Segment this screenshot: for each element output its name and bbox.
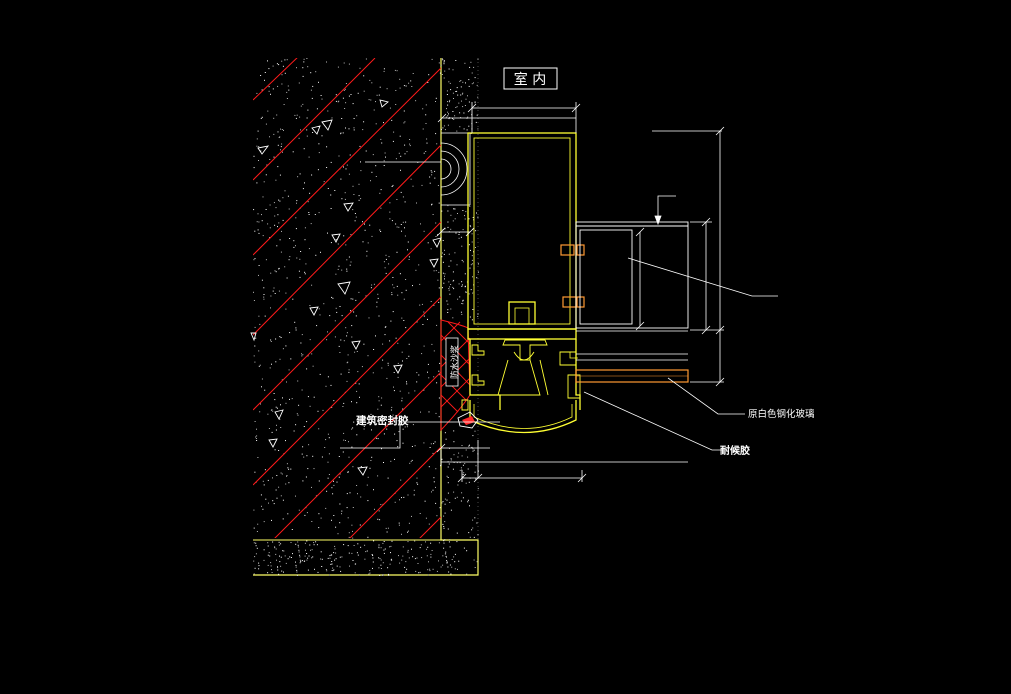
dimension-lines xyxy=(436,102,725,483)
label-glass: 原白色钢化玻璃 xyxy=(748,408,815,420)
room-label: 室 内 xyxy=(514,71,546,88)
leader-lines xyxy=(340,195,778,451)
aluminium-mullion xyxy=(467,132,581,410)
wall-hatch xyxy=(253,58,441,538)
interior-bracket xyxy=(575,221,689,329)
glass-pane xyxy=(575,330,689,383)
structural-sealant-bead xyxy=(457,411,479,429)
waterproof-mortar: 防水沙浆 xyxy=(440,319,471,432)
label-structural-sealant: 建筑密封胶 xyxy=(355,414,409,427)
aggregate-triangles xyxy=(250,99,442,476)
curved-cover-cap xyxy=(461,374,581,434)
mullion-seals xyxy=(560,244,585,308)
room-label-box: 室 内 xyxy=(503,67,558,90)
wall-label: 防水沙浆 xyxy=(450,345,461,380)
concrete-speckles xyxy=(253,58,479,576)
label-sealant: 耐候胶 xyxy=(720,444,750,457)
insulation-arcs xyxy=(440,132,471,206)
concrete-wall xyxy=(250,58,479,576)
